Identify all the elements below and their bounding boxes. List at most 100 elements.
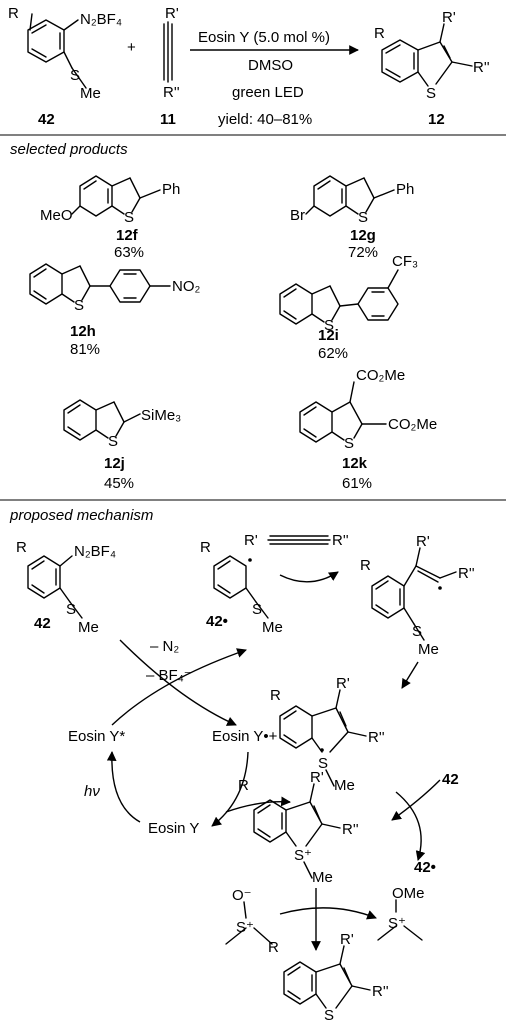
ester-group-right: CO₂Me <box>388 416 437 433</box>
r-double-prime-group: R'' <box>342 821 359 838</box>
dmso-oxygen: O⁻ <box>232 887 252 904</box>
r-prime-group: R' <box>244 532 258 549</box>
methyl-group: Me <box>418 641 439 658</box>
r-group: R <box>360 557 371 574</box>
product-12: R R' R'' S 12 <box>374 9 490 128</box>
product-yield: 45% <box>104 475 134 492</box>
vinyl-radical: R R' R'' S Me <box>360 533 475 658</box>
eosin-excited: Eosin Y* <box>68 728 125 745</box>
product-yield: 62% <box>318 345 348 362</box>
sulfur-atom: S <box>108 433 118 450</box>
r-group: R <box>200 539 211 556</box>
ester-group-top: CO₂Me <box>356 367 405 384</box>
phenyl-group: Ph <box>162 181 180 198</box>
sulfur-atom: S <box>324 1007 334 1024</box>
r-prime-group: R' <box>165 5 179 22</box>
methyl-group: Me <box>262 619 283 636</box>
sulfur-atom: S <box>124 209 134 226</box>
r-double-prime-group: R'' <box>458 565 475 582</box>
alkyne-11: R' R'' 11 <box>160 5 180 128</box>
r-prime-group: R' <box>416 533 430 550</box>
condition-yield: yield: 40–81% <box>218 111 312 128</box>
condition-catalyst: Eosin Y (5.0 mol %) <box>198 29 330 46</box>
r-double-prime-group: R'' <box>473 59 490 76</box>
product-12h: NO₂ S 12h 81% <box>29 263 201 358</box>
diazonium-group: N₂BF₄ <box>74 543 116 560</box>
product-id: 12g <box>350 227 376 244</box>
bromo-group: Br <box>290 207 305 224</box>
sulfur-atom: S <box>70 67 80 84</box>
r-group: R <box>270 687 281 704</box>
sulfur-atom: S <box>358 209 368 226</box>
product-radical-label: 42• <box>414 859 436 876</box>
sulfonium-atom: S⁺ <box>294 847 312 864</box>
hv-label: hν <box>84 783 100 800</box>
trifluoromethyl-group: CF₃ <box>392 253 418 270</box>
product-12k: CO₂Me CO₂Me S 12k 61% <box>299 367 437 492</box>
sulfur-atom: S <box>66 601 76 618</box>
reagent-42-label: 42 <box>442 771 459 788</box>
product-id: 12j <box>104 455 125 472</box>
sulfur-atom: S <box>318 755 328 772</box>
dmso-sulfur: S⁺ <box>236 919 254 936</box>
product-yield: 63% <box>114 244 144 261</box>
reactant-label: 42 <box>34 615 51 632</box>
methyl-group: Me <box>312 869 333 886</box>
r-double-prime-group: R'' <box>368 729 385 746</box>
reactant-label: 42 <box>38 111 55 128</box>
product-12g: Ph S Br 12g 72% <box>290 175 414 261</box>
product-id: 12h <box>70 323 96 340</box>
mechanism-reactant-42: R N₂BF₄ S Me 42 <box>16 539 116 636</box>
radical-label: 42• <box>206 613 228 630</box>
final-product: R R' R'' S <box>268 931 389 1024</box>
phenyl-group: Ph <box>396 181 414 198</box>
sulfur-atom: S <box>74 297 84 314</box>
r-double-prime-group: R'' <box>332 532 349 549</box>
methyl-group: Me <box>80 85 101 102</box>
product-yield: 72% <box>348 244 378 261</box>
r-double-prime-group: R'' <box>372 983 389 1000</box>
product-id: 12f <box>116 227 139 244</box>
section-title-selected-products: selected products <box>10 141 128 158</box>
product-12j: SiMe₃ S 12j 45% <box>63 399 181 492</box>
sulfonium-atom: S⁺ <box>388 915 406 932</box>
eosin-ground: Eosin Y <box>148 820 199 837</box>
sulfur-atom: S <box>412 623 422 640</box>
condition-light: green LED <box>232 84 304 101</box>
eosin-radical-cation: Eosin Y•+ <box>212 728 278 745</box>
r-prime-group: R' <box>310 769 324 786</box>
methyl-group: Me <box>78 619 99 636</box>
reaction-arrow: Eosin Y (5.0 mol %) DMSO green LED yield… <box>190 29 359 128</box>
loss-bf4: – BF₄⁻ <box>146 667 192 684</box>
aryl-radical-42: R S Me 42• <box>200 539 283 636</box>
methoxy-sulfonium: OMe S⁺ <box>377 885 425 941</box>
trimethylsilyl-group: SiMe₃ <box>141 407 181 424</box>
r-group: R <box>268 939 279 956</box>
product-label: 12 <box>428 111 445 128</box>
diazonium-group: N₂BF₄ <box>80 11 122 28</box>
product-12i: CF₃ S 12i 62% <box>279 253 418 362</box>
condition-solvent: DMSO <box>248 57 293 74</box>
product-id: 12i <box>318 327 339 344</box>
r-group: R <box>374 25 385 42</box>
section-title-proposed-mechanism: proposed mechanism <box>9 507 153 524</box>
product-yield: 61% <box>342 475 372 492</box>
sulfur-atom: S <box>252 601 262 618</box>
product-id: 12k <box>342 455 368 472</box>
r-prime-group: R' <box>442 9 456 26</box>
alkyne: R' R'' <box>244 532 349 549</box>
loss-n2: – N₂ <box>150 638 179 655</box>
reactant-42: R N₂BF₄ S Me 42 <box>8 5 122 128</box>
product-yield: 81% <box>70 341 100 358</box>
sulfur-atom: S <box>344 435 354 452</box>
methyl-group: Me <box>334 777 355 794</box>
product-12f: Ph S MeO 12f 63% <box>40 175 180 261</box>
sulfur-atom: S <box>426 85 436 102</box>
r-prime-group: R' <box>340 931 354 948</box>
ome-group: OMe <box>392 885 425 902</box>
sulfur-atom: S <box>324 317 334 334</box>
r-group: R <box>8 5 19 22</box>
plus-sign: + <box>127 39 136 56</box>
r-group: R <box>238 777 249 794</box>
